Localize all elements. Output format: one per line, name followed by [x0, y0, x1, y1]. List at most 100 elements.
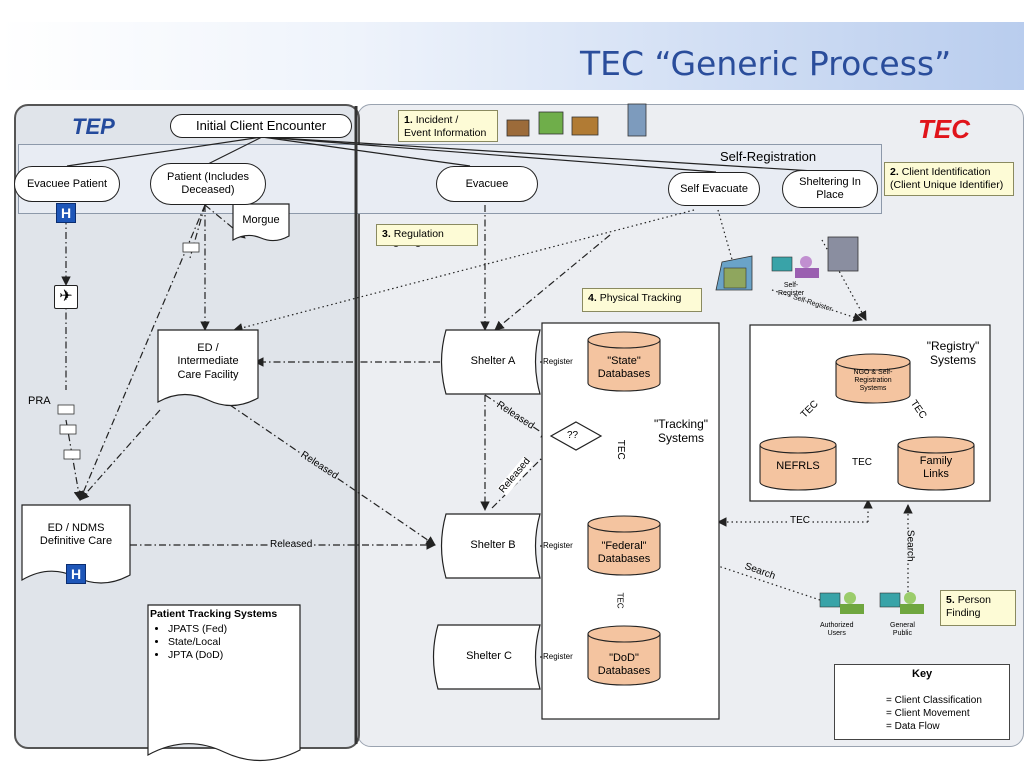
note3-text: Regulation — [393, 228, 444, 240]
authorized-users-caption: Authorized Users — [820, 622, 853, 638]
self-evacuate-node: Self Evacuate — [668, 172, 760, 206]
note-client-identification: 2. Client Identification (Client Unique … — [884, 162, 1014, 196]
shelter-b-node: Shelter B — [470, 539, 516, 552]
evacuee-node: Evacuee — [436, 166, 538, 202]
sheltering-in-place-node: Sheltering In Place — [782, 170, 878, 208]
patient-tracking-item: JPTA (DoD) — [168, 649, 296, 662]
key-item: = Data Flow — [886, 721, 940, 732]
note2-line2: (Client Unique Identifier) — [890, 178, 1004, 191]
tracking-line1: "Tracking" — [653, 417, 709, 431]
patient-deceased-line1: Patient (Includes — [167, 171, 249, 184]
tep-title: TEP — [72, 114, 115, 139]
tec-label-registry-tracking: TEC — [790, 515, 810, 527]
authorized-line2: Users — [827, 630, 846, 638]
note2-number: 2. — [890, 166, 899, 178]
patient-tracking-item: State/Local — [168, 636, 296, 649]
dod-databases: "DoD" Databases — [588, 652, 660, 677]
dod-db-line2: Databases — [597, 664, 651, 677]
register-label-c: Register — [543, 652, 573, 662]
tracking-line2: Systems — [657, 430, 704, 445]
key-legend — [834, 664, 1010, 740]
registry-line1: "Registry" — [926, 339, 980, 353]
classification-line — [261, 136, 471, 167]
dod-db-top — [587, 625, 661, 643]
ngo-db-top — [835, 353, 911, 371]
federal-db-line1: "Federal" — [601, 540, 647, 552]
morgue-node: Morgue — [242, 214, 280, 227]
federal-db-body — [587, 524, 661, 576]
state-db-line2: Databases — [597, 367, 651, 380]
note1-line2: Event Information — [404, 126, 487, 139]
register-label-a: Register — [543, 357, 573, 367]
sheltering-line2: Place — [816, 189, 844, 201]
patient-tracking-item: JPATS (Fed) — [168, 623, 296, 636]
note-incident: 1. Incident / Event Information — [398, 110, 498, 142]
search-label-public: Search — [904, 529, 916, 562]
ed-intermediate-line3: Care Facility — [177, 368, 239, 381]
ngo-databases: NGO & Self- Registration Systems — [838, 369, 908, 393]
pra-label: PRA — [28, 395, 51, 407]
evacuee-patient-node: Evacuee Patient — [14, 166, 120, 202]
family-links-database: Family Links — [898, 455, 974, 480]
ed-ndms-line2: Definitive Care — [39, 535, 113, 547]
patient-tracking-systems: Patient Tracking Systems JPATS (Fed) Sta… — [150, 608, 296, 663]
registry-line2: Systems — [929, 352, 976, 367]
authorized-line1: Authorized — [820, 622, 854, 629]
released-label-ndms: Released — [270, 539, 313, 551]
state-db-line1: "State" — [607, 355, 641, 367]
ambulance-icons — [57, 242, 200, 460]
classification-line — [261, 136, 717, 173]
note2-line1: Client Identification — [901, 166, 991, 178]
nefrls-database: NEFRLS — [776, 460, 820, 472]
shelter-a-shape — [440, 329, 541, 395]
note1-line1: Incident / — [415, 114, 459, 126]
key-title: Key — [912, 668, 933, 680]
ed-ndms-node: ED / NDMS Definitive Care — [22, 512, 130, 558]
patient-deceased-node: Patient (Includes Deceased) — [150, 163, 266, 205]
note3-number: 3. — [382, 228, 391, 240]
initial-client-encounter-node: Initial Client Encounter — [170, 114, 352, 138]
user-icons — [771, 256, 924, 614]
note5-number: 5. — [946, 594, 955, 606]
nefrls-db-top — [759, 436, 837, 454]
public-line1: General — [890, 622, 915, 629]
self-register-line1: Self- — [783, 282, 799, 289]
sheltering-line1: Sheltering In — [799, 176, 861, 189]
dod-db-body — [587, 634, 661, 686]
morgue-shape — [232, 203, 290, 242]
ed-intermediate-line1: ED / — [197, 342, 219, 355]
family-line2: Links — [923, 467, 949, 480]
nefrls-db-body — [759, 445, 837, 491]
ed-intermediate-node: ED / Intermediate Care Facility — [158, 332, 258, 392]
shelter-b-shape — [440, 513, 541, 579]
family-db-body — [897, 445, 975, 491]
patient-tracking-shape — [147, 604, 301, 762]
page-title: TEC “Generic Process” — [580, 44, 952, 83]
federal-db-line2: Databases — [597, 552, 651, 565]
dod-db-line1: "DoD" — [609, 652, 639, 664]
state-db-body — [587, 340, 661, 392]
key-item: = Client Classification — [886, 695, 982, 706]
hospital-icon: H — [56, 203, 76, 223]
ed-intermediate-line2: Intermediate — [177, 355, 239, 368]
family-db-top — [897, 436, 975, 454]
ed-intermediate-shape — [157, 329, 259, 407]
shelter-c-shape — [432, 624, 541, 690]
hospital-icon-ndms: H — [66, 564, 86, 584]
ngo-line3: Systems — [859, 385, 887, 393]
shelter-house-icons — [715, 236, 859, 291]
ngo-db-body — [835, 362, 911, 404]
tec-label-nefrls-family: TEC — [852, 457, 872, 469]
patient-tracking-title: Patient Tracking Systems — [150, 608, 278, 620]
note5-line2: Finding — [946, 606, 981, 619]
ngo-line1: NGO & Self- — [853, 369, 893, 376]
family-line1: Family — [919, 455, 953, 467]
self-registration-label: Self-Registration — [720, 149, 817, 164]
register-label-b: Register — [543, 541, 573, 551]
public-line2: Public — [892, 630, 912, 638]
building-icons — [506, 103, 647, 137]
general-public-caption: General Public — [890, 622, 915, 638]
note-regulation: 3. Regulation — [376, 224, 478, 246]
ed-ndms-line1: ED / NDMS — [47, 521, 105, 534]
registry-systems-label: "Registry" Systems — [918, 339, 988, 368]
